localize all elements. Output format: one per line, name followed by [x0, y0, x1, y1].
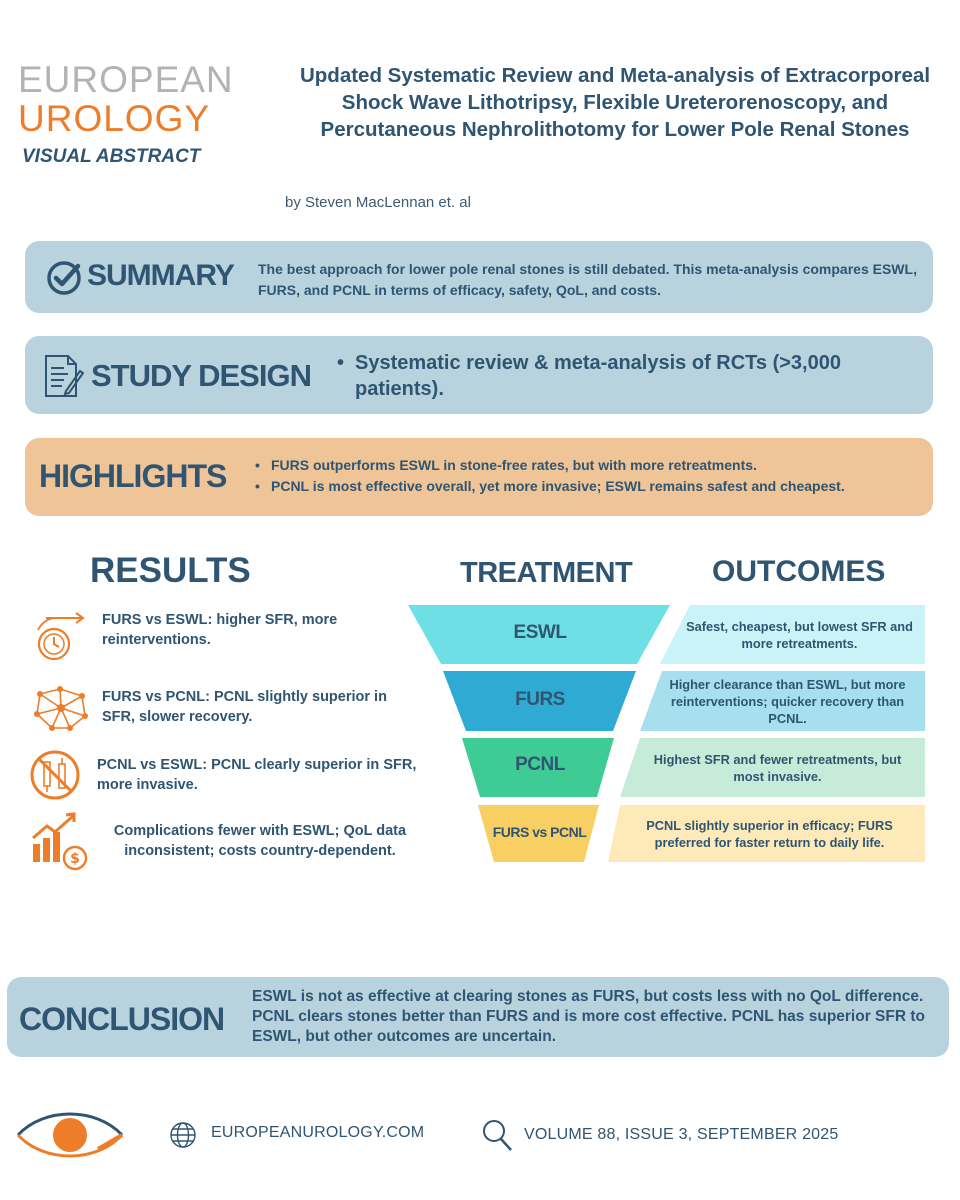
treatment-label-furs-vs-pcnl: FURS vs PCNL — [492, 824, 587, 840]
conclusion-label: CONCLUSION — [19, 1001, 225, 1037]
clock-arrow-icon — [37, 612, 85, 661]
outcome-text: PCNL slightly superior in efficacy; FURS… — [646, 817, 893, 850]
study-design-box: STUDY DESIGN • Systematic review & meta-… — [25, 336, 933, 414]
check-badge-icon — [47, 261, 81, 295]
footer-website: EUROPEANUROLOGY.COM — [211, 1124, 425, 1141]
byline: by Steven MacLennan et. al — [285, 194, 471, 211]
conclusion-box: CONCLUSION ESWL is not as effective at c… — [7, 977, 949, 1057]
study-design-bullet: • — [337, 352, 345, 374]
result-item: FURS vs PCNL: PCNL slightly superior in … — [102, 689, 387, 725]
highlight-item: FURS outperforms ESWL in stone-free rate… — [255, 455, 935, 476]
result-item: PCNL vs ESWL: PCNL clearly superior in S… — [97, 757, 417, 793]
results-heading: RESULTS — [90, 551, 251, 590]
footer-issue: VOLUME 88, ISSUE 3, SEPTEMBER 2025 — [524, 1126, 839, 1143]
network-icon — [34, 686, 88, 731]
treatment-label-eswl: ESWL — [513, 622, 567, 643]
treatment-label-pcnl: PCNL — [515, 754, 565, 775]
logo-line-urology: UROLOGY — [18, 98, 211, 139]
journal-logo: EUROPEAN UROLOGY VISUAL ABSTRACT — [18, 59, 268, 168]
summary-box: SUMMARY The best approach for lower pole… — [25, 241, 933, 313]
logo-line-european: EUROPEAN — [18, 59, 234, 100]
outcomes-heading: OUTCOMES — [712, 555, 886, 588]
study-design-body: Systematic review & meta-analysis of RCT… — [355, 352, 841, 400]
study-design-text: • Systematic review & meta-analysis of R… — [337, 350, 915, 402]
cost-chart-icon: $ — [32, 812, 88, 871]
result-item: FURS vs ESWL: higher SFR, more reinterve… — [102, 612, 338, 648]
page-title: Updated Systematic Review and Meta-analy… — [299, 64, 931, 141]
search-icon — [483, 1120, 512, 1151]
treatment-heading: TREATMENT — [460, 557, 633, 589]
conclusion-text: ESWL is not as effective at clearing sto… — [252, 988, 925, 1045]
logo-line-visual-abstract: VISUAL ABSTRACT — [22, 146, 201, 167]
outcome-text: Higher clearance than ESWL, but more rei… — [669, 676, 906, 726]
highlights-label: HIGHLIGHTS — [39, 458, 227, 494]
eye-logo-icon — [16, 1112, 124, 1158]
outcome-text: Safest, cheapest, but lowest SFR and mor… — [686, 618, 913, 651]
highlights-box: HIGHLIGHTS FURS outperforms ESWL in ston… — [25, 438, 933, 516]
document-pen-icon — [45, 355, 84, 397]
globe-icon — [170, 1122, 196, 1148]
result-item: Complications fewer with ESWL; QoL data … — [113, 823, 407, 859]
summary-text: The best approach for lower pole renal s… — [258, 261, 917, 298]
highlights-list: FURS outperforms ESWL in stone-free rate… — [255, 455, 935, 497]
svg-text:$: $ — [70, 851, 80, 867]
outcome-text: Highest SFR and fewer retreatments, but … — [653, 751, 902, 784]
treatment-label-furs: FURS — [515, 689, 565, 710]
summary-label: SUMMARY — [87, 259, 235, 292]
highlight-item: PCNL is most effective overall, yet more… — [255, 476, 935, 497]
no-instruments-icon — [30, 750, 80, 800]
study-design-label: STUDY DESIGN — [91, 358, 312, 393]
